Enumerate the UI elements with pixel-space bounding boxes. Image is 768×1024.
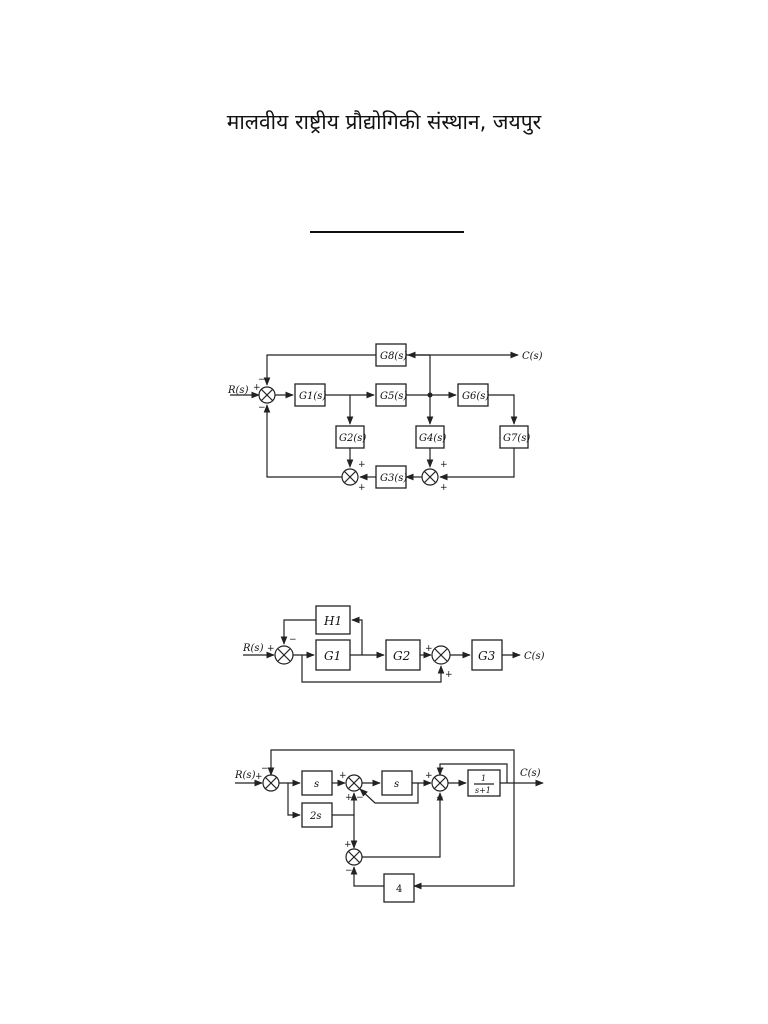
d3-sign: + xyxy=(339,771,347,781)
d1-block-g3-label: G3(s) xyxy=(380,473,407,484)
d2-sign: + xyxy=(445,670,453,680)
d2-block-g2 xyxy=(385,639,421,671)
d1-sign: + xyxy=(358,483,366,493)
d2-output-label: C(s) xyxy=(524,651,545,662)
d1-block-g5-label: G5(s) xyxy=(380,391,407,402)
d3-sign: + xyxy=(255,772,263,782)
d2-block-g3-label: G3 xyxy=(478,649,496,663)
title-underline xyxy=(310,231,464,233)
d3-block-tf-denominator: s+1 xyxy=(475,786,491,795)
d2-sign: + xyxy=(425,644,433,654)
d1-block-g8-label: G8(s) xyxy=(380,351,407,362)
d3-block-tf xyxy=(467,769,501,797)
d1-block-g2-label: G2(s) xyxy=(339,433,366,444)
d1-sign: − xyxy=(258,403,266,413)
d2-block-g2-label: G2 xyxy=(393,649,410,663)
d3-sign: − xyxy=(356,793,364,803)
d1-block-g1-label: G1(s) xyxy=(299,391,326,402)
d3-block-2s-label: 2s xyxy=(309,811,322,822)
d2-sign: − xyxy=(289,635,297,645)
d2-input-label: R(s) xyxy=(242,643,264,654)
d3-block-s2-label: s xyxy=(394,779,399,790)
d3-sign: − xyxy=(345,866,353,876)
d1-sign: + xyxy=(253,383,261,393)
d3-output-label: C(s) xyxy=(520,768,541,779)
d2-sign: + xyxy=(267,644,275,654)
d1-output-label: C(s) xyxy=(522,351,543,362)
d3-sign: + xyxy=(345,793,353,803)
d3-block-2s xyxy=(301,802,333,828)
d3-block-tf-numerator: 1 xyxy=(481,774,486,783)
d1-input-label: R(s) xyxy=(227,385,249,396)
d1-sign: + xyxy=(358,460,366,470)
d2-block-h1 xyxy=(315,605,351,635)
d1-sign: + xyxy=(440,460,448,470)
d3-block-4-label: 4 xyxy=(396,884,402,895)
d1-block-g6-label: G6(s) xyxy=(462,391,489,402)
page-title: मालवीय राष्ट्रीय प्रौद्योगिकी संस्थान, ज… xyxy=(226,110,542,134)
d3-sign: + xyxy=(344,840,352,850)
d3-input-label: R(s) xyxy=(234,770,256,781)
d3-sign: − xyxy=(261,764,269,774)
d2-block-h1-label: H1 xyxy=(323,614,342,628)
d1-sign: + xyxy=(440,483,448,493)
d3-sign: + xyxy=(425,771,433,781)
d3-block-4 xyxy=(383,873,415,903)
d2-block-g1 xyxy=(315,639,351,671)
d3-sign: − xyxy=(437,764,445,774)
d1-block-g7-label: G7(s) xyxy=(503,433,530,444)
d2-block-g1-label: G1 xyxy=(324,649,341,663)
d1-block-g4-label: G4(s) xyxy=(419,433,446,444)
d3-block-s1-label: s xyxy=(314,779,319,790)
d1-sign: − xyxy=(258,375,266,385)
